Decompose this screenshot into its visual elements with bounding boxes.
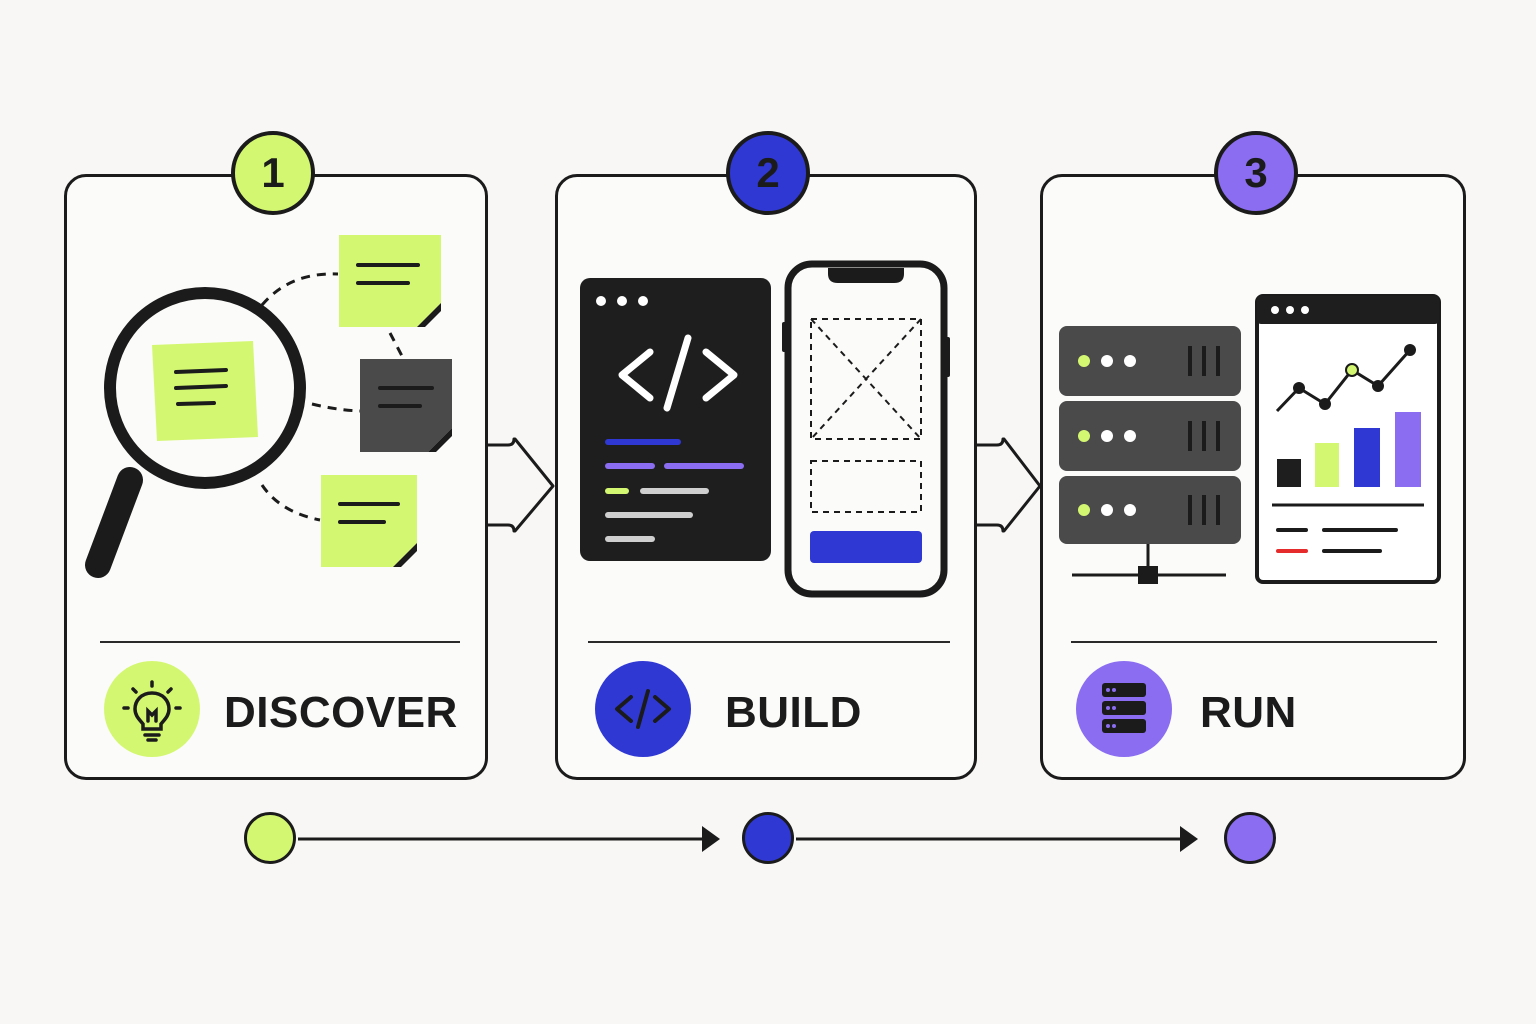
step-title-discover: DISCOVER: [224, 688, 458, 737]
step-number-badge-3: 3: [1214, 131, 1298, 215]
step-number-badge-1: 1: [231, 131, 315, 215]
timeline-arrow-2-3: [796, 826, 1198, 852]
card-divider: [100, 641, 460, 643]
step-number-badge-2: 2: [726, 131, 810, 215]
server-icon-badge: [1076, 661, 1172, 757]
code-icon-badge: [595, 661, 691, 757]
card-divider: [1071, 641, 1437, 643]
server-stack-icon: [1102, 683, 1146, 733]
step-card-discover: DISCOVER: [64, 174, 488, 780]
connector-arrow-2-3: [977, 437, 1042, 533]
code-brackets-icon: [615, 689, 671, 729]
step-title-run: RUN: [1200, 688, 1297, 737]
card-divider: [588, 641, 950, 643]
step-title-build: BUILD: [725, 688, 862, 737]
lightbulb-icon: [122, 680, 182, 742]
connector-arrow-1-2: [488, 437, 555, 533]
timeline-arrow-1-2: [298, 826, 720, 852]
timeline-dot-discover: [244, 812, 296, 864]
timeline-dot-run: [1224, 812, 1276, 864]
timeline-dot-build: [742, 812, 794, 864]
lightbulb-icon-badge: [104, 661, 200, 757]
step-card-build: BUILD: [555, 174, 977, 780]
step-card-run: RUN: [1040, 174, 1466, 780]
